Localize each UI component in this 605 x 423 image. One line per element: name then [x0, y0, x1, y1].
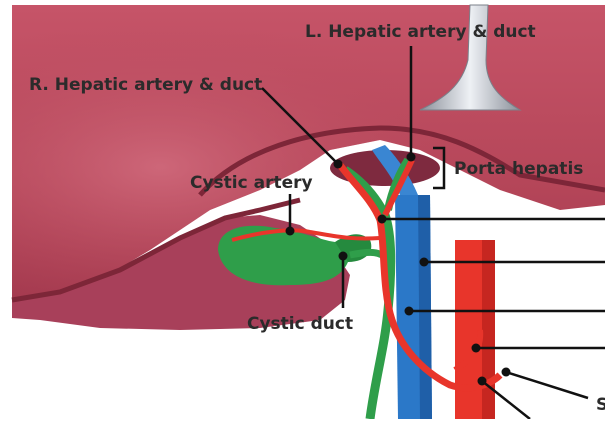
label-porta: Porta hepatis — [454, 159, 583, 179]
portal-vein-shade — [418, 195, 432, 419]
label-l-hepatic: L. Hepatic artery & duct — [305, 22, 536, 42]
label-cystic-duct: Cystic duct — [247, 314, 353, 334]
label-r-hepatic: R. Hepatic artery & duct — [29, 75, 262, 95]
label-cut-letter: S — [596, 395, 605, 415]
aorta-shade — [482, 240, 495, 419]
label-cystic-artery: Cystic artery — [190, 173, 313, 193]
pointer-5 — [506, 372, 588, 398]
